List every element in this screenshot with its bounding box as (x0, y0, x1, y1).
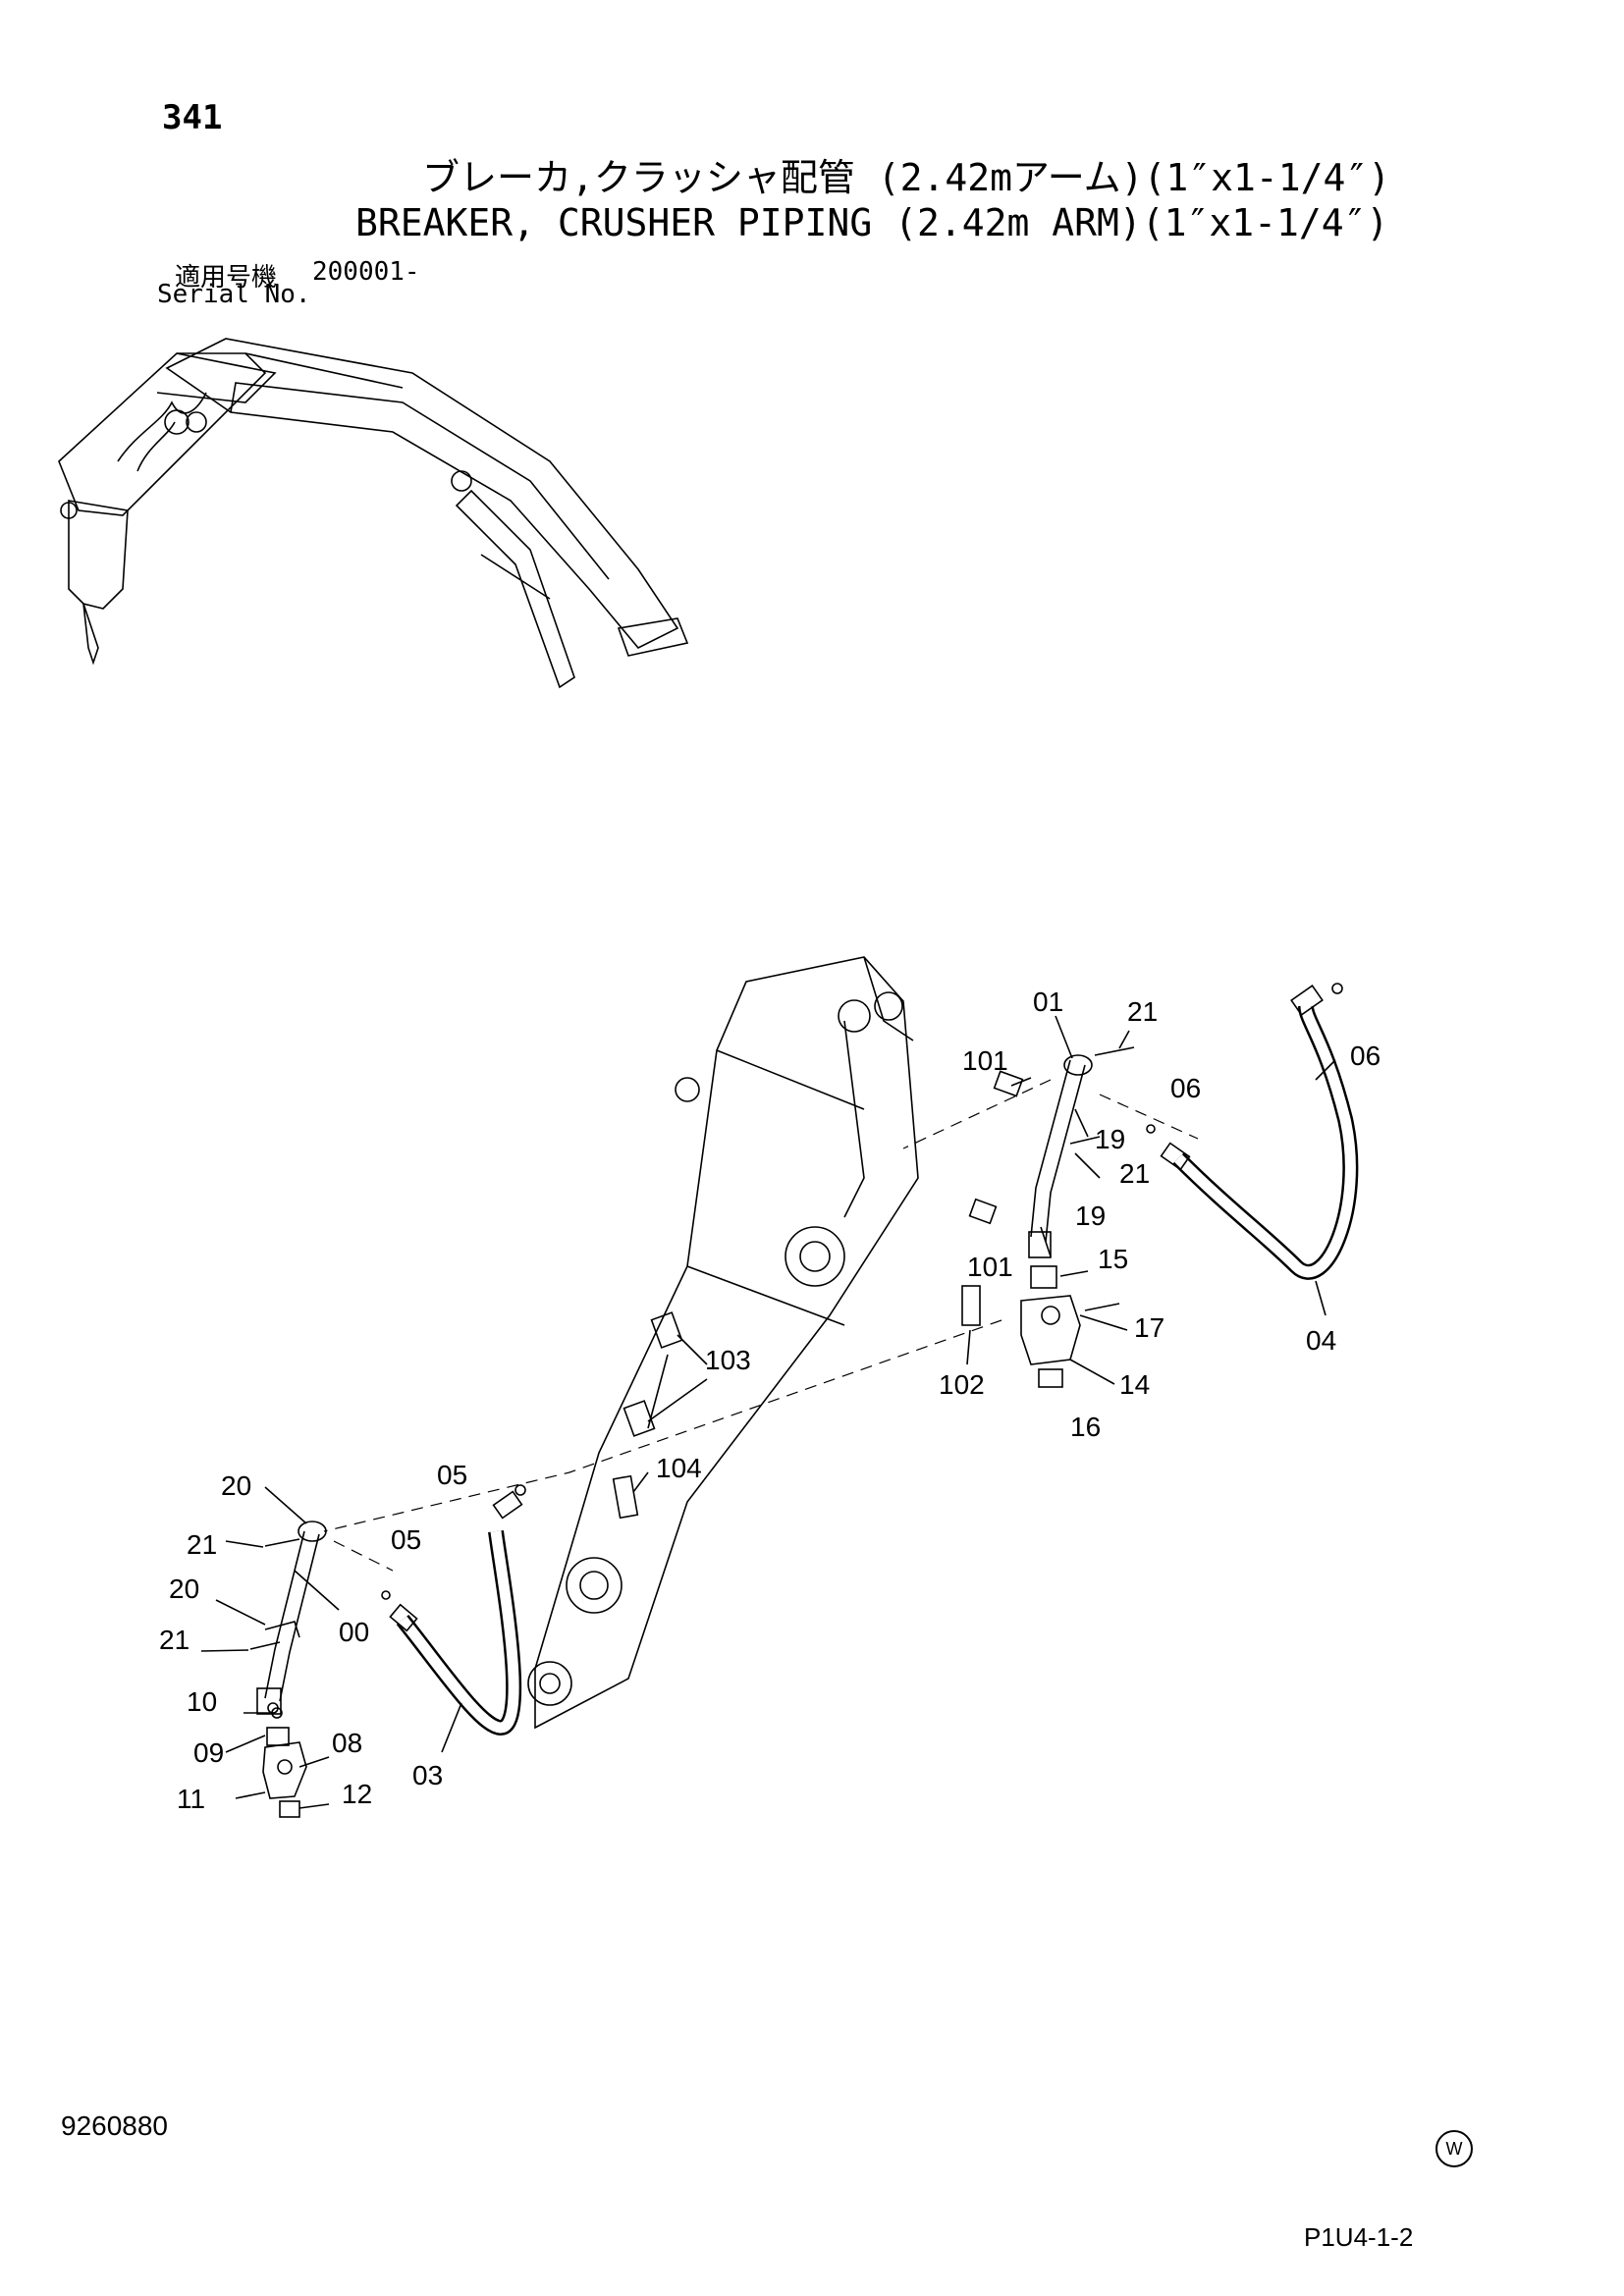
callout-09: 09 (193, 1737, 224, 1768)
callout-102: 102 (939, 1369, 985, 1400)
callout-101: 101 (967, 1252, 1013, 1282)
pipe-00 (256, 1521, 327, 1715)
callout-12: 12 (342, 1779, 372, 1809)
document-number: 9260880 (61, 2110, 169, 2141)
callout-103: 103 (705, 1345, 751, 1375)
callout-08: 08 (332, 1728, 362, 1758)
callout-21: 21 (1127, 996, 1158, 1027)
callout-20: 20 (169, 1574, 199, 1604)
callout-10: 10 (187, 1686, 217, 1717)
fitting-09 (266, 1727, 290, 1746)
maker-mark: W (1435, 2130, 1473, 2167)
callout-101: 101 (962, 1045, 1008, 1076)
callout-04: 04 (1306, 1325, 1336, 1356)
callout-20: 20 (221, 1470, 251, 1501)
bolt-21 (1069, 1136, 1101, 1145)
callout-00: 00 (339, 1617, 369, 1647)
page-number: 341 (162, 98, 223, 137)
callout-21: 21 (159, 1625, 189, 1655)
fitting-15 (1030, 1265, 1057, 1289)
callout-05: 05 (437, 1460, 467, 1490)
plug-12 (279, 1800, 300, 1818)
hose-03 (381, 1484, 526, 1736)
oring-10 (271, 1707, 283, 1719)
callout-104: 104 (656, 1453, 702, 1483)
routing-lines (323, 1079, 1199, 1572)
callout-03: 03 (412, 1760, 443, 1790)
hose-04 (1146, 983, 1359, 1280)
serial-label-japanese: 適用号機 (175, 263, 278, 293)
bolt-11 (235, 1791, 266, 1799)
callout-16: 16 (1070, 1412, 1101, 1442)
callout-labels: 01 21 101 06 06 19 21 19 101 15 17 14 16… (159, 987, 1380, 1814)
callout-06: 06 (1350, 1041, 1380, 1071)
callout-14: 14 (1119, 1369, 1150, 1400)
title-english: BREAKER, CRUSHER PIPING (2.42m ARM)(1″x1… (355, 201, 1389, 244)
spacer-102 (961, 1285, 981, 1326)
callout-15: 15 (1098, 1244, 1128, 1274)
pipe-01 (1028, 1054, 1093, 1258)
bolt-17 (1084, 1303, 1120, 1311)
title-japanese: ブレーカ,クラッシャ配管 (2.42mアーム)(1″x1-1/4″) (422, 156, 1391, 199)
page-code: P1U4-1-2 (1304, 2222, 1414, 2252)
callout-19: 19 (1075, 1201, 1106, 1231)
callout-05: 05 (391, 1524, 421, 1555)
clamp-101 (993, 1070, 1024, 1097)
clamp-101 (968, 1198, 998, 1225)
bolt-21 (1094, 1046, 1135, 1056)
bolt-21 (249, 1641, 281, 1650)
arm-drawing (527, 956, 919, 1730)
serial-label-english: Serial No. (157, 280, 311, 309)
callout-01: 01 (1033, 987, 1063, 1017)
bolt-21 (264, 1538, 300, 1547)
serial-value: 200001- (312, 257, 420, 287)
overview-illustration (58, 338, 689, 689)
callout-11: 11 (177, 1784, 205, 1814)
callout-19: 19 (1095, 1124, 1125, 1154)
leader-lines (200, 1015, 1336, 1809)
plug-16 (1038, 1368, 1063, 1388)
block-08 (262, 1741, 307, 1799)
callout-21: 21 (187, 1529, 217, 1560)
callout-21: 21 (1119, 1158, 1150, 1189)
callout-17: 17 (1134, 1312, 1164, 1343)
callout-06: 06 (1170, 1073, 1201, 1103)
